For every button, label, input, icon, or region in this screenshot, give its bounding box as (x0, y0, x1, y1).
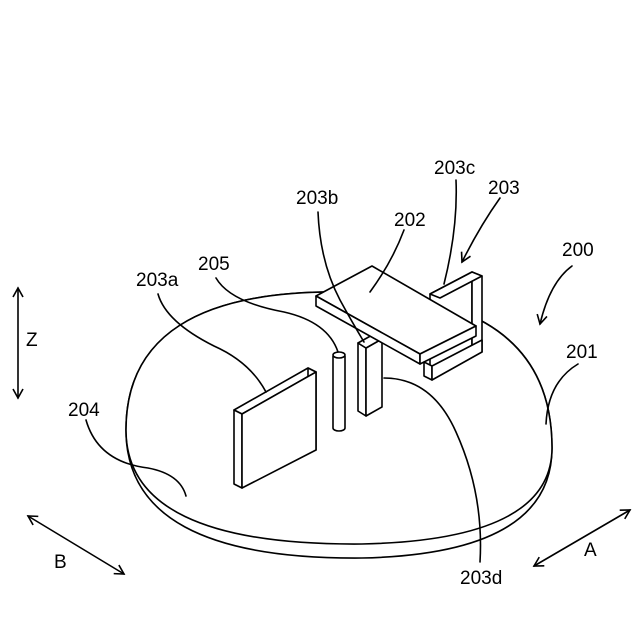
post-203d-front (358, 343, 366, 416)
label-205: 205 (198, 254, 230, 275)
leader-203 (462, 198, 500, 262)
label-200: 200 (562, 240, 594, 261)
label-203: 203 (488, 178, 520, 199)
label-203c: 203c (434, 158, 475, 179)
axis-label-z: Z (26, 330, 38, 351)
label-203b: 203b (296, 188, 338, 209)
rod-205-top (333, 352, 345, 358)
label-202: 202 (394, 210, 426, 231)
leader-203c (444, 180, 456, 284)
leader-200 (540, 266, 572, 324)
axis-label-a: A (584, 540, 597, 561)
rod-205-body (333, 356, 345, 431)
post-203d-side (366, 339, 382, 416)
b-axis-arrow (28, 516, 124, 574)
label-201: 201 (566, 342, 598, 363)
label-203d: 203d (460, 568, 502, 589)
a-axis-arrow (534, 510, 630, 566)
post-203d (358, 334, 382, 416)
label-204: 204 (68, 400, 100, 421)
axis-label-b: B (54, 552, 67, 573)
bracket-203c-foot (424, 362, 432, 380)
label-203a: 203a (136, 270, 179, 291)
leader-201 (546, 364, 578, 424)
rod-205 (333, 352, 345, 431)
plate-203a-front (234, 410, 242, 488)
